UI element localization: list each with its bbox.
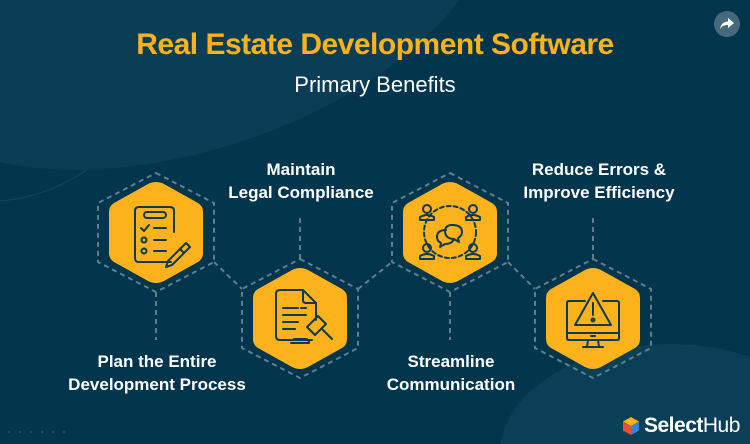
hex-3 — [403, 182, 497, 283]
selecthub-logo: SelectHub — [622, 414, 740, 438]
benefit-label-plan: Plan the Entire Development Process — [68, 352, 246, 394]
monitor-warning-icon — [566, 292, 620, 348]
share-button[interactable] — [714, 11, 740, 37]
page-title: Real Estate Development Software — [136, 28, 614, 61]
selecthub-cube-icon — [623, 417, 639, 435]
checklist-pencil-icon — [134, 206, 191, 268]
team-chat-icon — [419, 204, 481, 260]
benefit-label-communication: Streamline Communication — [386, 352, 516, 394]
decorative-dots — [8, 431, 65, 433]
hex-outline-4 — [534, 257, 652, 380]
benefit-label-efficiency: Reduce Errors & Improve Efficiency — [523, 160, 675, 202]
brand-name-light: Hub — [702, 414, 741, 437]
brand-name-bold: Select — [644, 414, 703, 437]
page-subtitle: Primary Benefits — [294, 72, 456, 97]
share-arrow-icon — [720, 18, 734, 29]
benefit-label-compliance: Maintain Legal Compliance — [228, 160, 374, 202]
document-gavel-icon — [275, 289, 333, 344]
